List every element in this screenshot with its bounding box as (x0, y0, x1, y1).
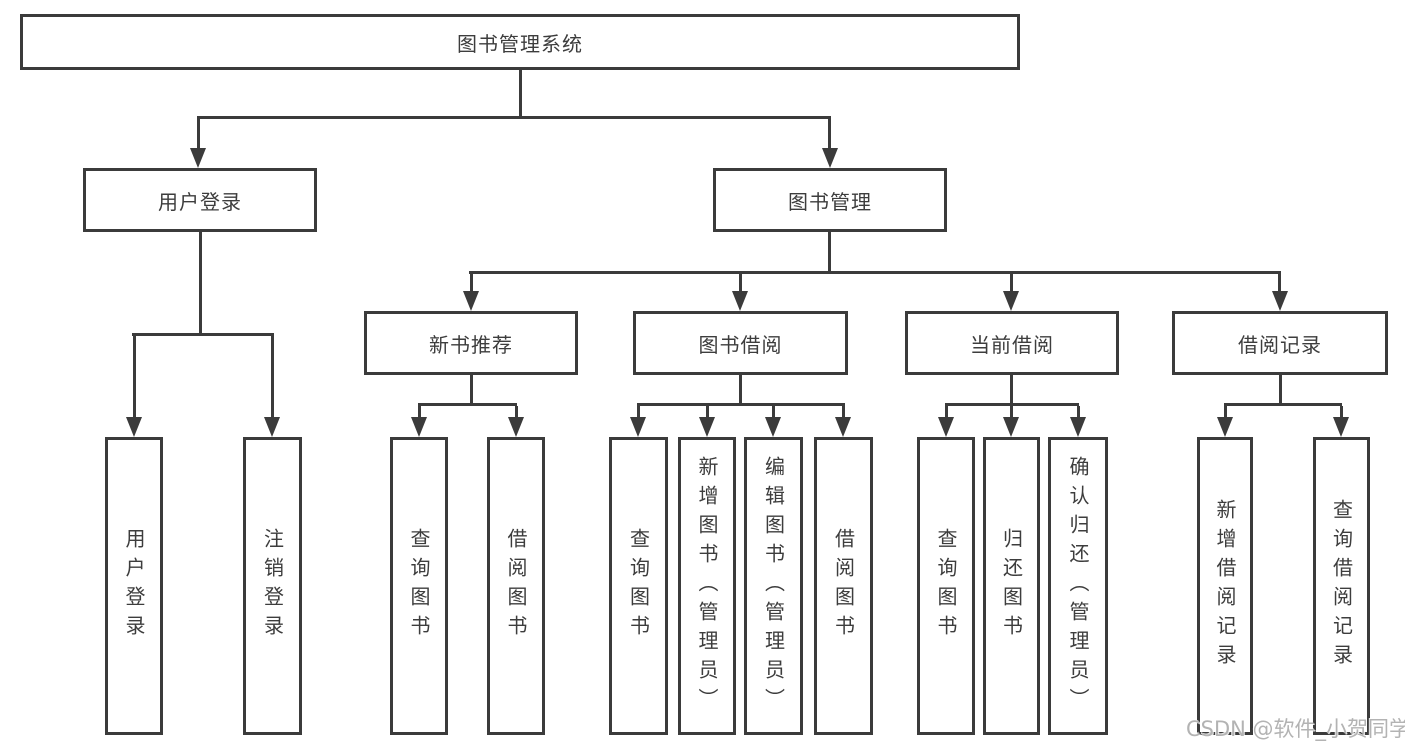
connector-bb-add-drop (706, 406, 709, 418)
connector-newbooks-stem (470, 375, 473, 403)
node-book-borrow: 图书借阅 (633, 311, 848, 375)
node-leaf-br-add-label: 新增借阅记录 (1213, 499, 1237, 673)
arrow-to-bb-query (630, 417, 646, 437)
arrow-to-leaf-login (126, 417, 142, 437)
arrow-to-cb-return (1003, 417, 1019, 437)
arrow-to-book-mgmt (822, 148, 838, 168)
node-root: 图书管理系统 (20, 14, 1020, 70)
node-leaf-nb-query-label: 查询图书 (407, 528, 431, 644)
connector-br-query-drop (1340, 406, 1343, 418)
connector-userlogin-drop (197, 119, 200, 149)
arrow-to-current-borrow (1003, 291, 1019, 311)
arrow-to-nb-query (411, 417, 427, 437)
node-leaf-cb-return-label: 归还图书 (999, 528, 1024, 644)
node-leaf-cb-confirm: 确认归还（管理员） (1048, 437, 1108, 735)
connector-borrowrecords-drop (1278, 274, 1281, 292)
connector-currentborrow-stem (1010, 375, 1013, 403)
connector-userlogin-bar (132, 333, 274, 336)
connector-bb-query-drop (637, 406, 640, 418)
csdn-watermark: CSDN @软件_小贺同学 (1186, 717, 1405, 741)
node-current-borrow-label: 当前借阅 (970, 332, 1054, 357)
node-leaf-br-query: 查询借阅记录 (1313, 437, 1370, 735)
node-leaf-bb-add: 新增图书（管理员） (678, 437, 736, 735)
node-leaf-nb-borrow: 借阅图书 (487, 437, 545, 735)
node-current-borrow: 当前借阅 (905, 311, 1119, 375)
arrow-to-cb-query (938, 417, 954, 437)
node-user-login-label: 用户登录 (158, 189, 242, 214)
connector-leaf-logout-drop (271, 336, 274, 418)
connector-cb-query-drop (945, 406, 948, 418)
node-new-books: 新书推荐 (364, 311, 578, 375)
node-leaf-bb-query: 查询图书 (609, 437, 668, 735)
node-user-login: 用户登录 (83, 168, 317, 232)
connector-bookmgmt-stem (828, 232, 831, 271)
node-leaf-bb-edit: 编辑图书（管理员） (744, 437, 803, 735)
node-leaf-user-login-label: 用户登录 (122, 528, 146, 644)
node-leaf-br-query-label: 查询借阅记录 (1329, 499, 1354, 673)
node-book-mgmt: 图书管理 (713, 168, 947, 232)
connector-cb-confirm-drop (1077, 406, 1080, 418)
arrow-to-borrow-records (1272, 291, 1288, 311)
node-leaf-bb-add-label: 新增图书（管理员） (695, 455, 719, 717)
arrow-to-new-books (463, 291, 479, 311)
node-leaf-bb-edit-label: 编辑图书（管理员） (761, 455, 786, 717)
connector-nb-query-drop (418, 406, 421, 418)
node-leaf-bb-borrow-label: 借阅图书 (831, 528, 856, 644)
connector-br-add-drop (1224, 406, 1227, 418)
node-borrow-records-label: 借阅记录 (1238, 332, 1322, 357)
node-leaf-bb-borrow: 借阅图书 (814, 437, 873, 735)
connector-borrowrecords-stem (1279, 375, 1282, 403)
arrow-to-bb-borrow (835, 417, 851, 437)
node-new-books-label: 新书推荐 (429, 332, 513, 357)
node-book-borrow-label: 图书借阅 (698, 332, 783, 357)
node-leaf-logout-label: 注销登录 (260, 528, 285, 644)
connector-root-bar (197, 116, 831, 119)
node-borrow-records: 借阅记录 (1172, 311, 1388, 375)
connector-bookborrow-bar (637, 403, 845, 406)
node-leaf-cb-query-label: 查询图书 (934, 528, 958, 644)
arrow-to-bb-add (699, 417, 715, 437)
connector-borrowrecords-bar (1224, 403, 1342, 406)
node-leaf-user-login: 用户登录 (105, 437, 163, 735)
connector-leaf-login-drop (133, 336, 136, 418)
arrow-to-cb-confirm (1070, 417, 1086, 437)
connector-newbooks-bar (418, 403, 517, 406)
arrow-to-book-borrow (732, 291, 748, 311)
arrow-to-br-add (1217, 417, 1233, 437)
connector-nb-borrow-drop (515, 406, 518, 418)
connector-bookmgmt-drop (828, 119, 831, 149)
connector-bookmgmt-bar (469, 271, 1281, 274)
node-book-mgmt-label: 图书管理 (788, 189, 872, 214)
connector-bb-borrow-drop (842, 406, 845, 418)
node-root-label: 图书管理系统 (457, 31, 583, 56)
node-leaf-br-add: 新增借阅记录 (1197, 437, 1253, 735)
connector-currentborrow-bar (945, 403, 1079, 406)
arrow-to-user-login (190, 148, 206, 168)
connector-bookborrow-stem (739, 375, 742, 403)
node-leaf-nb-borrow-label: 借阅图书 (504, 528, 528, 644)
connector-root-stem (519, 70, 522, 116)
connector-userlogin-stem (199, 232, 202, 333)
node-leaf-nb-query: 查询图书 (390, 437, 448, 735)
connector-bookborrow-drop (739, 274, 742, 292)
connector-currentborrow-drop (1010, 274, 1013, 292)
arrow-to-nb-borrow (508, 417, 524, 437)
node-leaf-cb-confirm-label: 确认归还（管理员） (1066, 455, 1090, 717)
connector-cb-return-drop (1010, 406, 1013, 418)
node-leaf-cb-query: 查询图书 (917, 437, 975, 735)
connector-newbooks-drop (470, 274, 473, 292)
connector-bb-edit-drop (772, 406, 775, 418)
arrow-to-bb-edit (765, 417, 781, 437)
node-leaf-cb-return: 归还图书 (983, 437, 1040, 735)
node-leaf-bb-query-label: 查询图书 (626, 528, 651, 644)
arrow-to-br-query (1333, 417, 1349, 437)
arrow-to-leaf-logout (264, 417, 280, 437)
node-leaf-logout: 注销登录 (243, 437, 302, 735)
